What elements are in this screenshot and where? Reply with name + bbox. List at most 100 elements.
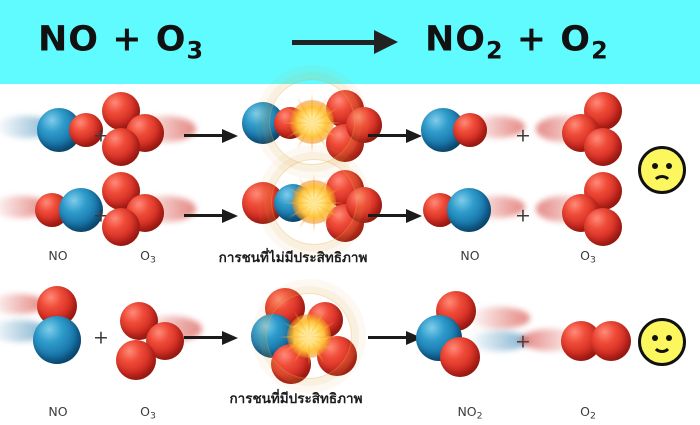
equation-reactants: NO + O3 (38, 19, 204, 64)
face-eye-right (666, 163, 672, 169)
label-text: NO (460, 248, 480, 263)
reaction-arrow (368, 129, 424, 143)
collision-row-1: + (0, 79, 700, 170)
label-subscript: 3 (589, 254, 596, 266)
equation-arrow-head (374, 30, 398, 54)
equation-o2-subscript: 2 (591, 36, 609, 65)
arrow-shaft (368, 336, 410, 339)
label-text: O (580, 404, 590, 419)
label-reactant-o3: O3 (140, 404, 156, 422)
arrow-head (406, 129, 422, 143)
reaction-arrow (184, 209, 240, 223)
collision-cluster (242, 79, 382, 170)
molecule-o2-product (521, 317, 643, 367)
atom-oxygen (440, 337, 480, 377)
atom-nitrogen (274, 184, 312, 222)
atom-oxygen (271, 344, 311, 384)
equation-no2-text: NO (425, 19, 487, 60)
molecule-o3-product (536, 172, 636, 248)
label-product-no: NO (460, 248, 479, 263)
face-mouth-smile (652, 342, 672, 353)
plus-sign: + (515, 124, 531, 147)
label-reactant-o3: O3 (140, 248, 156, 266)
arrow-head (222, 129, 238, 143)
label-product-o3: O3 (580, 248, 596, 266)
equation-no2-subscript: 2 (486, 36, 504, 65)
label-text: NO (457, 404, 477, 419)
arrow-shaft (368, 214, 410, 217)
section-effective-collision: + (0, 280, 700, 425)
face-mouth-frown (652, 175, 672, 186)
equation-o2-text: + O (503, 19, 592, 60)
atom-nitrogen (33, 316, 81, 364)
label-subscript: 2 (476, 410, 483, 422)
label-product-no2: NO2 (457, 404, 482, 422)
collision-cluster (245, 288, 375, 384)
plus-sign: + (515, 330, 531, 353)
atom-oxygen (584, 208, 622, 246)
atom-oxygen (317, 336, 357, 376)
arrow-head (406, 209, 422, 223)
label-subscript: 3 (149, 410, 156, 422)
atom-oxygen (102, 128, 140, 166)
label-reactant-no: NO (48, 404, 67, 419)
label-text: O (140, 248, 150, 263)
label-text: O (580, 248, 590, 263)
molecule-no-product (415, 180, 525, 240)
molecule-o3-reactant (100, 172, 196, 248)
atom-oxygen (591, 321, 631, 361)
burst-spike (313, 173, 315, 203)
face-eye-right (666, 335, 672, 341)
atom-oxygen (274, 107, 306, 139)
equation-arrow-shaft (292, 40, 378, 45)
atom-oxygen (116, 340, 156, 380)
label-subscript: 3 (149, 254, 156, 266)
atom-oxygen (346, 107, 382, 143)
atom-oxygen (346, 187, 382, 223)
face-eye-left (652, 163, 658, 169)
equation-reactants-text: NO + O (38, 19, 187, 60)
burst-spike (311, 123, 313, 153)
equation-arrow-icon (292, 30, 402, 54)
label-product-o2: O2 (580, 404, 596, 422)
reaction-arrow (368, 209, 424, 223)
molecule-no-product (415, 100, 525, 160)
label-text: O (140, 404, 150, 419)
molecule-o3-reactant (100, 92, 196, 168)
arrow-shaft (368, 134, 410, 137)
atom-oxygen (69, 113, 103, 147)
caption-effective-collision: การชนที่มีประสิทธิภาพ (229, 391, 363, 407)
atom-oxygen (307, 302, 343, 338)
section-ineffective-collision: + (0, 79, 700, 266)
plus-sign: + (93, 326, 109, 349)
arrow-shaft (184, 134, 226, 137)
collision-cluster (242, 159, 382, 250)
face-eye-left (652, 335, 658, 341)
equation-banner: NO + O3 NO2 + O2 (0, 0, 700, 84)
label-subscript: 2 (589, 410, 596, 422)
label-reactant-no: NO (48, 248, 67, 263)
atom-oxygen (102, 208, 140, 246)
arrow-head (222, 209, 238, 223)
atom-nitrogen (447, 188, 491, 232)
reaction-arrow (184, 129, 240, 143)
burst-spike (313, 203, 315, 233)
collision-row-3: + (0, 280, 700, 384)
motion-trail-red (468, 307, 530, 329)
happy-face-icon (638, 318, 686, 366)
atom-oxygen (584, 128, 622, 166)
arrow-shaft (184, 336, 226, 339)
burst-spike (311, 93, 313, 123)
atom-nitrogen (59, 188, 103, 232)
arrow-head (222, 331, 238, 345)
equation-o3-subscript: 3 (186, 36, 205, 65)
collision-row-2: + (0, 159, 700, 250)
arrow-shaft (184, 214, 226, 217)
equation-products: NO2 + O2 (425, 19, 609, 64)
label-text: NO (48, 404, 68, 419)
caption-ineffective-collision: การชนที่ไม่มีประสิทธิภาพ (218, 250, 368, 266)
molecule-no2-product (410, 291, 530, 381)
label-text: NO (48, 248, 68, 263)
plus-sign: + (515, 204, 531, 227)
